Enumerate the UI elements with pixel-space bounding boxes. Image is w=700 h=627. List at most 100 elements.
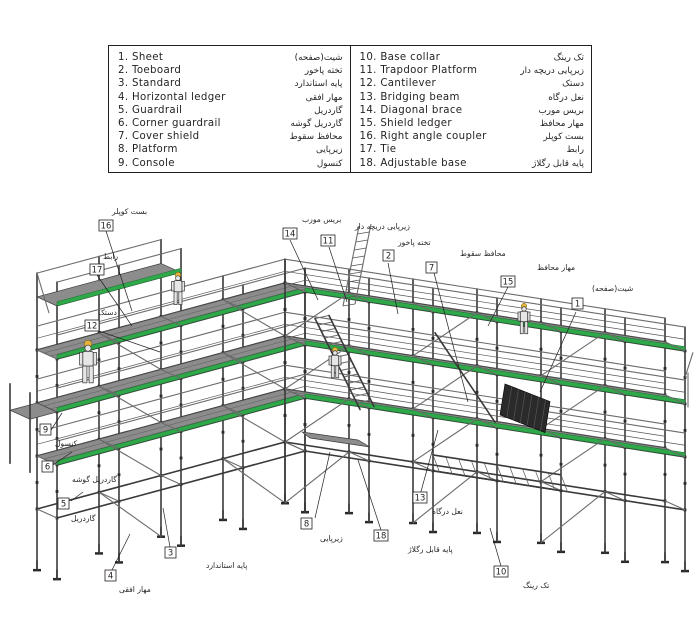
legend-english-label: 5. Guardrail xyxy=(118,104,183,116)
legend-persian-label: تک رینگ xyxy=(553,53,584,63)
worker-head xyxy=(84,344,92,352)
worker-leg xyxy=(88,365,94,384)
right-wing-rosette xyxy=(367,380,371,383)
callout-3-number: 3 xyxy=(168,548,173,558)
left-wing-mid-rail xyxy=(36,324,286,392)
right-wing-rosette xyxy=(367,433,371,436)
callout-7-label: محافظ سقوط xyxy=(460,249,506,258)
right-wing-rosette xyxy=(495,346,499,350)
ladder-rung xyxy=(357,231,370,235)
left-wing-rosette xyxy=(241,386,245,390)
legend-persian-label: مهار محافظ xyxy=(539,118,584,129)
callout-9-label: کنسول xyxy=(55,439,78,448)
right-wing-diagonal-brace xyxy=(284,451,350,504)
left-wing-diagonal-brace xyxy=(222,299,286,337)
cantilever-brace xyxy=(36,272,50,314)
leader-9 xyxy=(50,412,63,431)
right-wing-rosette xyxy=(431,442,435,446)
left-wing-transom xyxy=(160,421,182,432)
leader-11 xyxy=(328,246,348,303)
legend-persian-label: رابط xyxy=(566,145,585,156)
leader-1 xyxy=(539,311,577,393)
legend-row: 17. Tie رابط xyxy=(360,143,585,156)
callout-4-label: مهار افقی xyxy=(119,585,151,594)
worker-center xyxy=(328,347,342,379)
left-wing-rosette xyxy=(221,377,225,381)
scaffold-structure xyxy=(8,223,694,581)
callout-5-box xyxy=(57,497,70,510)
bridging-beam-web xyxy=(445,456,453,474)
right-wing-rosette xyxy=(683,482,687,485)
left-wing-rosette xyxy=(179,350,183,354)
ladder-rung xyxy=(347,279,360,283)
right-wing-rosette xyxy=(431,389,435,393)
worker-leg xyxy=(330,365,335,379)
worker-torso xyxy=(173,280,183,293)
right-wing-diagonal-brace xyxy=(412,312,478,357)
bridging-beam-web xyxy=(471,460,479,478)
right-wing-diagonal-brace xyxy=(284,398,350,443)
callout-14-number: 14 xyxy=(285,229,296,239)
right-wing-transom xyxy=(664,394,686,405)
right-wing-diagonal-brace xyxy=(284,292,350,337)
right-wing-rosette xyxy=(347,424,351,427)
left-wing-rosette xyxy=(117,420,121,424)
left-wing-rosette xyxy=(117,367,121,371)
worker-arm xyxy=(517,311,521,322)
bridging-beam-web xyxy=(522,468,530,486)
left-wing-rosette xyxy=(55,490,59,493)
left-wing-rosette xyxy=(159,341,163,345)
right-wing-ledger xyxy=(284,441,666,502)
right-wing-transom xyxy=(476,312,498,323)
right-wing-transom xyxy=(604,332,626,343)
right-wing-rosette xyxy=(303,423,307,426)
right-end-extension xyxy=(684,352,694,378)
ladder-rung xyxy=(352,255,365,259)
right-wing-transom xyxy=(412,461,434,472)
callout-4-number: 4 xyxy=(108,571,113,581)
right-wing-rosette xyxy=(559,356,563,360)
callout-18-box xyxy=(373,529,389,542)
worker-torso xyxy=(519,310,529,323)
worker-head xyxy=(521,306,527,312)
left-wing-diagonal-brace xyxy=(98,332,162,370)
legend-english-label: 15. Shield ledger xyxy=(359,117,452,129)
left-wing-transom xyxy=(98,491,120,502)
left-wing-rosette xyxy=(179,456,183,460)
leader-6 xyxy=(52,451,73,466)
right-wing-transom xyxy=(348,292,370,303)
leader-3 xyxy=(162,507,171,548)
right-wing-rosette xyxy=(411,380,415,384)
legend-english-label: 12. Cantilever xyxy=(359,78,437,90)
right-wing-diagonal-brace xyxy=(412,471,478,524)
callout-10-number: 10 xyxy=(496,567,507,577)
left-wing-guardrail xyxy=(56,320,306,389)
legend-persian-label: شیت(صفحه) xyxy=(294,53,343,63)
sheet-rib xyxy=(533,397,540,429)
right-wing-rosette xyxy=(663,420,667,423)
left-wing-diagonal-brace xyxy=(222,458,286,504)
legend-english-label: 9. Console xyxy=(118,157,175,169)
legend-persian-label: بریس مورب xyxy=(538,105,584,116)
right-wing-guardrail xyxy=(304,373,686,434)
left-wing-transom xyxy=(160,368,182,379)
left-wing-rosette xyxy=(55,437,59,440)
legend-english-label: 17. Tie xyxy=(359,144,397,156)
right-wing-rosette xyxy=(603,410,607,414)
legend-persian-label: گاردریل گوشه xyxy=(290,118,343,129)
leader-17 xyxy=(96,274,133,327)
left-wing-rosette xyxy=(221,430,225,434)
legend-english-label: 11. Trapdoor Platform xyxy=(359,65,478,77)
worker-head xyxy=(332,350,338,356)
right-wing-transom xyxy=(604,385,626,396)
worker-arm xyxy=(79,352,84,366)
callout-17-label: رابط xyxy=(103,252,118,261)
